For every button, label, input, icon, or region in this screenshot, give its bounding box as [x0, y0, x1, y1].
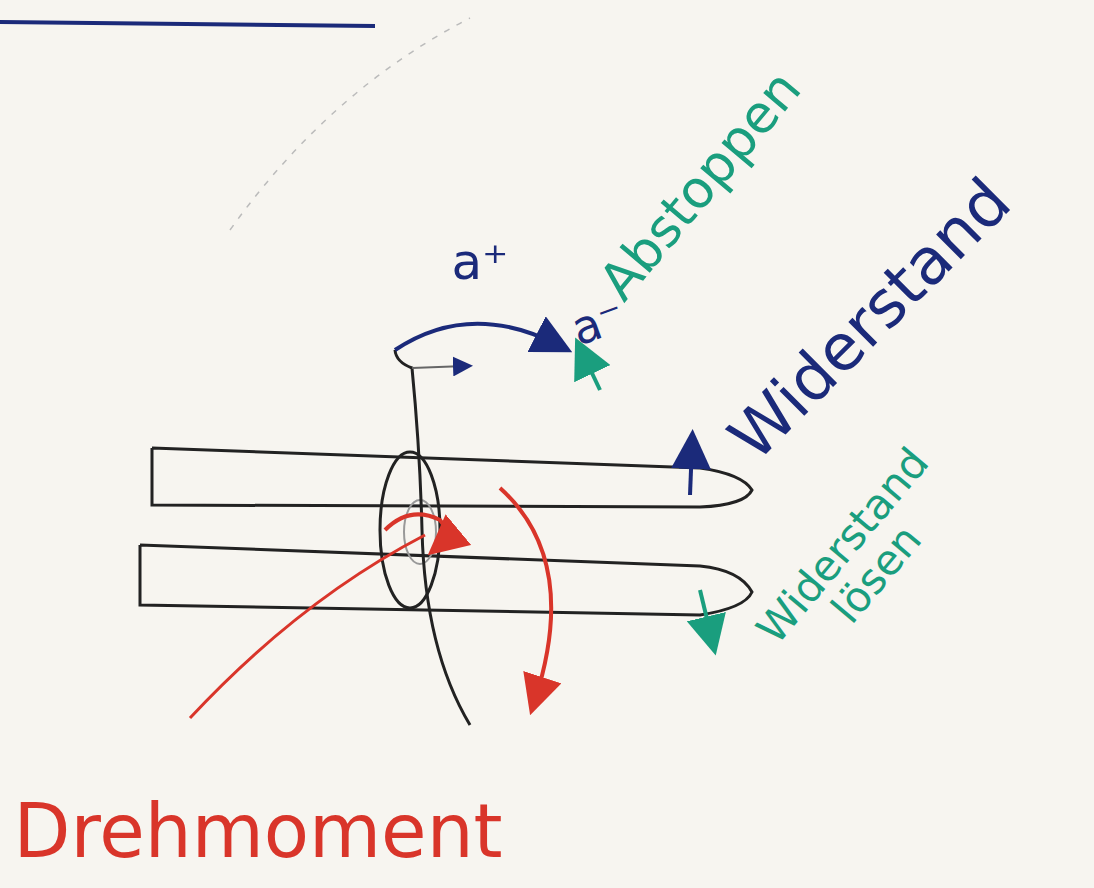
resistance-arrow [690, 445, 692, 495]
acceleration-plus: a⁺ [440, 236, 520, 289]
torque-label: Drehmoment [8, 793, 508, 871]
acceleration-plus: a⁺ [451, 233, 508, 291]
rotation-arrow [395, 324, 558, 350]
release-label: Widerstand lösen [747, 438, 938, 653]
stop-label: Abstoppen [587, 59, 812, 311]
resistance-label: Widerstand [714, 164, 1024, 474]
torque-label: Drehmoment [13, 788, 502, 874]
ski-lower [140, 545, 752, 615]
ski-upper [152, 448, 752, 507]
release-arrow [700, 590, 712, 640]
axis-line [395, 350, 470, 725]
resistance-label: Widerstand [698, 148, 1042, 492]
stop-label: Abstoppen [570, 37, 830, 333]
binding [380, 452, 440, 608]
underline [0, 22, 375, 26]
leader-line [190, 535, 425, 718]
torque-arrow [500, 488, 551, 700]
